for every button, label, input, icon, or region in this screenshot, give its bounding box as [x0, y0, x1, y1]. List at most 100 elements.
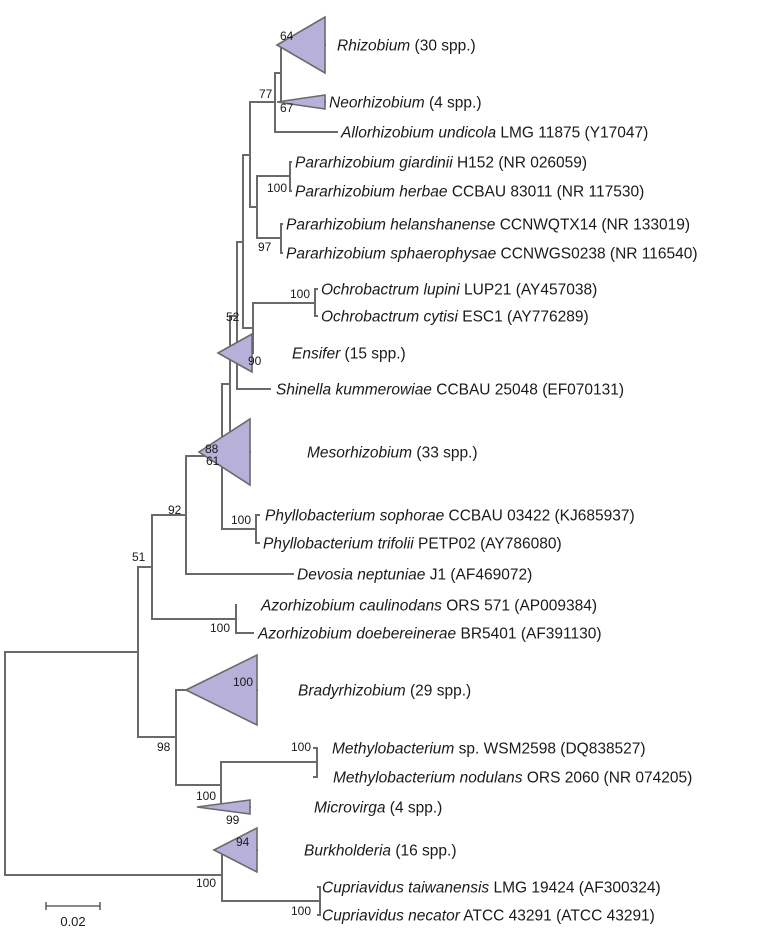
- leaf-taxon-detail: (4 spp.): [385, 800, 442, 817]
- leaf-label-shinella: Shinella kummerowiae CCBAU 25048 (EF0701…: [276, 382, 624, 399]
- leaf-label-rhizobium: Rhizobium (30 spp.): [337, 38, 476, 55]
- leaf-taxon-name: Ensifer: [292, 346, 341, 363]
- leaf-taxon-detail: ORS 2060 (NR 074205): [523, 770, 693, 787]
- leaf-taxon-detail: (33 spp.): [412, 445, 477, 462]
- leaf-taxon-detail: CCNWQTX14 (NR 133019): [495, 217, 690, 234]
- leaf-taxon-name: Pararhizobium helanshanense: [286, 217, 496, 234]
- leaf-taxon-detail: CCBAU 83011 (NR 117530): [448, 184, 645, 201]
- leaf-taxon-name: Ochrobactrum cytisi: [321, 309, 459, 326]
- leaf-taxon-name: Rhizobium: [337, 38, 410, 55]
- leaf-label-a-doebereinerae: Azorhizobium doebereinerae BR5401 (AF391…: [257, 626, 602, 643]
- leaf-taxon-name: Phyllobacterium trifolii: [263, 536, 414, 553]
- leaf-label-bradyrhizobium: Bradyrhizobium (29 spp.): [298, 683, 471, 700]
- leaf-label-m-nodulans: Methylobacterium nodulans ORS 2060 (NR 0…: [333, 770, 692, 787]
- leaf-taxon-name: Cupriavidus necator: [322, 908, 461, 925]
- leaf-taxon-detail: (16 spp.): [391, 843, 456, 860]
- leaf-taxon-name: Bradyrhizobium: [298, 683, 406, 700]
- leaf-taxon-name: Microvirga: [314, 800, 386, 817]
- leaf-label-ph-trifolii: Phyllobacterium trifolii PETP02 (AY78608…: [263, 536, 562, 553]
- leaf-taxon-detail: ESC1 (AY776289): [458, 309, 589, 326]
- leaf-label-c-taiwanensis: Cupriavidus taiwanensis LMG 19424 (AF300…: [322, 880, 661, 897]
- leaf-label-allorhizobium: Allorhizobium undicola LMG 11875 (Y17047…: [340, 125, 648, 142]
- collapsed-clade-burkholderia: [212, 826, 258, 874]
- leaf-taxon-detail: (4 spp.): [425, 95, 482, 112]
- bootstrap-value: 92: [168, 503, 182, 517]
- leaf-taxon-name: Pararhizobium herbae: [295, 184, 448, 201]
- scale-bar: 0.02: [45, 902, 101, 929]
- leaf-taxon-name: Burkholderia: [304, 843, 391, 860]
- bootstrap-values: 6467771009710090526188100925110010098100…: [132, 29, 311, 918]
- leaf-label-mesorhizobium: Mesorhizobium (33 spp.): [307, 445, 478, 462]
- bootstrap-value: 99: [226, 813, 240, 827]
- leaf-taxon-name: Cupriavidus taiwanensis: [322, 880, 489, 897]
- leaf-label-p-herbae: Pararhizobium herbae CCBAU 83011 (NR 117…: [295, 184, 644, 201]
- leaf-taxon-detail: CCNWGS0238 (NR 116540): [496, 246, 697, 263]
- leaf-taxon-detail: PETP02 (AY786080): [414, 536, 562, 553]
- leaf-label-devosia: Devosia neptuniae J1 (AF469072): [297, 567, 532, 584]
- leaf-taxon-detail: (15 spp.): [340, 346, 405, 363]
- leaf-taxon-name: Mesorhizobium: [307, 445, 412, 462]
- bootstrap-value: 100: [196, 789, 216, 803]
- leaf-taxon-detail: CCBAU 25048 (EF070131): [432, 382, 624, 399]
- leaf-taxon-name: Pararhizobium giardinii: [295, 155, 453, 172]
- leaf-taxon-name: Methylobacterium: [332, 741, 454, 758]
- leaf-taxon-detail: (30 spp.): [410, 38, 475, 55]
- collapsed-clades: [184, 15, 326, 874]
- leaf-label-p-giardinii: Pararhizobium giardinii H152 (NR 026059): [295, 155, 587, 172]
- leaf-taxon-name: Pararhizobium sphaerophysae: [286, 246, 497, 263]
- tree-branches: [4, 44, 338, 916]
- bootstrap-value: 100: [196, 876, 216, 890]
- leaf-label-o-lupini: Ochrobactrum lupini LUP21 (AY457038): [321, 282, 597, 299]
- bootstrap-value: 100: [231, 513, 251, 527]
- bootstrap-value: 77: [259, 87, 273, 101]
- leaf-label-m-wsm2598: Methylobacterium sp. WSM2598 (DQ838527): [332, 741, 646, 758]
- leaf-label-burkholderia: Burkholderia (16 spp.): [304, 843, 457, 860]
- leaf-taxon-detail: ATCC 43291 (ATCC 43291): [460, 908, 655, 925]
- bootstrap-value: 51: [132, 550, 146, 564]
- collapsed-clade-rhizobium: [275, 15, 326, 75]
- leaf-label-p-helanshanense: Pararhizobium helanshanense CCNWQTX14 (N…: [286, 217, 690, 234]
- leaf-labels: Rhizobium (30 spp.) Neorhizobium (4 spp.)…: [257, 38, 698, 925]
- leaf-label-p-sphaerophysae: Pararhizobium sphaerophysae CCNWGS0238 (…: [286, 246, 698, 263]
- leaf-label-neorhizobium: Neorhizobium (4 spp.): [329, 95, 482, 112]
- leaf-label-o-cytisi: Ochrobactrum cytisi ESC1 (AY776289): [321, 309, 589, 326]
- leaf-taxon-name: Neorhizobium: [329, 95, 425, 112]
- bootstrap-value: 52: [226, 310, 240, 324]
- leaf-taxon-name: Methylobacterium nodulans: [333, 770, 523, 787]
- bootstrap-value: 100: [290, 287, 310, 301]
- collapsed-clade-ensifer: [216, 332, 253, 374]
- bootstrap-value: 97: [258, 240, 272, 254]
- leaf-taxon-detail: J1 (AF469072): [425, 567, 532, 584]
- bootstrap-value: 100: [233, 675, 253, 689]
- bootstrap-value: 94: [236, 835, 250, 849]
- collapsed-clade-mesorhizobium: [197, 417, 251, 487]
- leaf-taxon-detail: sp. WSM2598 (DQ838527): [454, 741, 645, 758]
- scale-bar-label: 0.02: [60, 914, 85, 929]
- leaf-taxon-name: Azorhizobium doebereinerae: [257, 626, 457, 643]
- bootstrap-value: 100: [267, 181, 287, 195]
- leaf-taxon-detail: BR5401 (AF391130): [456, 626, 601, 643]
- leaf-taxon-name: Allorhizobium undicola: [340, 125, 496, 142]
- leaf-taxon-name: Devosia neptuniae: [297, 567, 426, 584]
- leaf-label-c-necator: Cupriavidus necator ATCC 43291 (ATCC 432…: [322, 908, 655, 925]
- collapsed-clade-bradyrhizobium: [184, 653, 258, 727]
- leaf-taxon-name: Ochrobactrum lupini: [321, 282, 460, 299]
- leaf-label-ensifer: Ensifer (15 spp.): [292, 346, 406, 363]
- bootstrap-value: 61: [206, 454, 220, 468]
- collapsed-clade-microvirga: [196, 799, 251, 815]
- leaf-taxon-name: Shinella kummerowiae: [276, 382, 432, 399]
- leaf-taxon-detail: LMG 11875 (Y17047): [496, 125, 648, 142]
- leaf-taxon-name: Azorhizobium caulinodans: [260, 598, 442, 615]
- scale-bar-line: [45, 902, 101, 910]
- bootstrap-value: 100: [210, 621, 230, 635]
- bootstrap-value: 88: [205, 442, 219, 456]
- bootstrap-value: 90: [248, 354, 262, 368]
- bootstrap-value: 67: [280, 101, 294, 115]
- leaf-taxon-detail: LMG 19424 (AF300324): [489, 880, 660, 897]
- leaf-taxon-detail: LUP21 (AY457038): [460, 282, 598, 299]
- bootstrap-value: 98: [157, 740, 171, 754]
- collapsed-clade-neorhizobium: [276, 94, 326, 110]
- leaf-taxon-detail: H152 (NR 026059): [453, 155, 587, 172]
- bootstrap-value: 100: [291, 740, 311, 754]
- leaf-taxon-detail: (29 spp.): [406, 683, 471, 700]
